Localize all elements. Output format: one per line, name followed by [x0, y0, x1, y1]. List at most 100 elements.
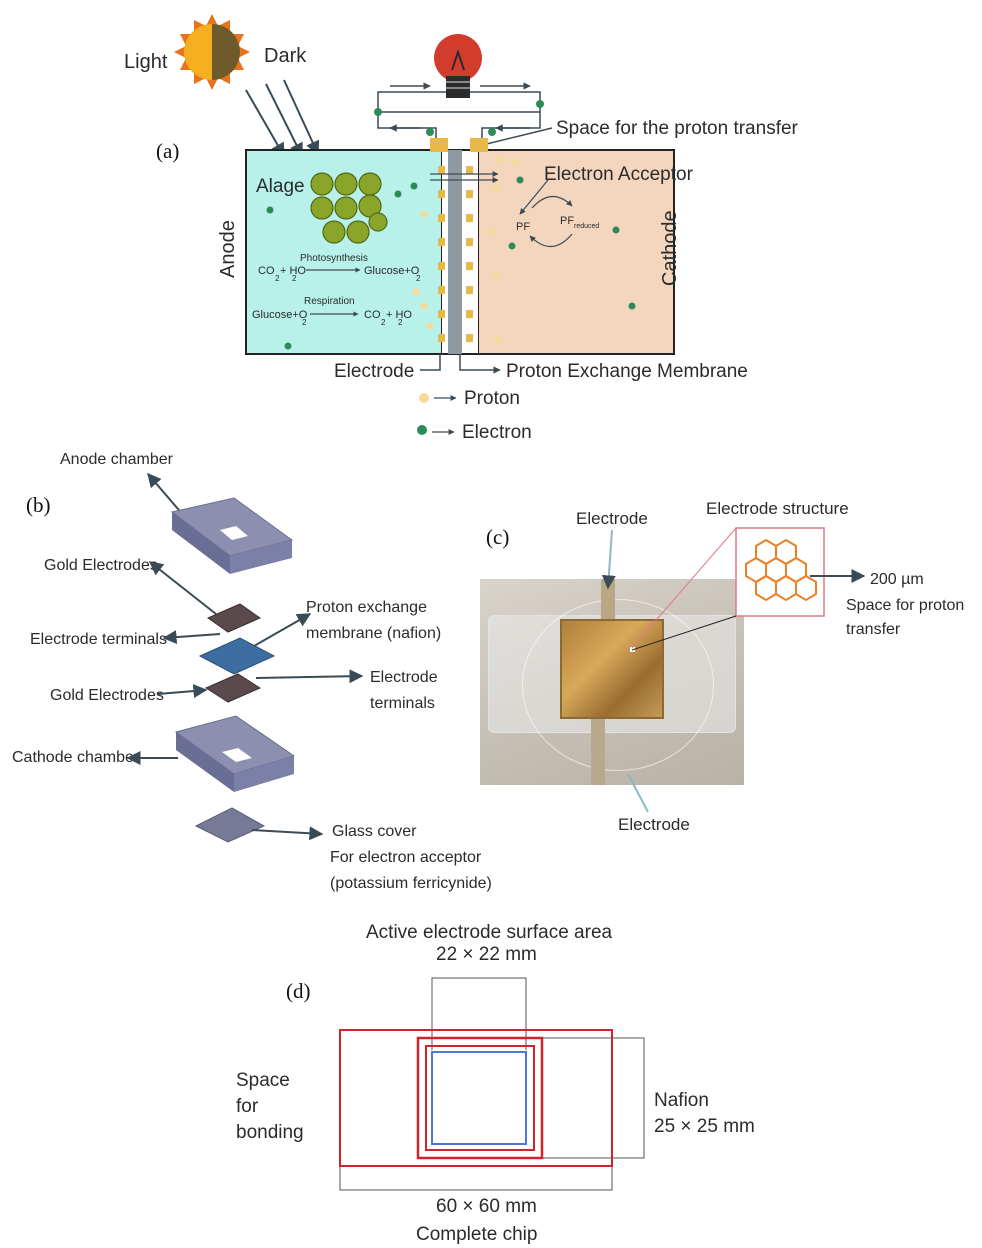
active-electrode-outline: [431, 1051, 527, 1145]
reaction1-sub: 2: [275, 274, 280, 283]
electrode-teeth: [438, 166, 473, 342]
electrode-terminals-1-label: Electrode terminals: [30, 631, 167, 648]
panel-c: (c) Electrode Electrode structure 200 µm…: [486, 499, 964, 834]
electrode-terminal: [470, 138, 488, 152]
potassium-label: (potassium ferricynide): [330, 875, 492, 892]
panel-b-label: (b): [26, 493, 51, 517]
panel-d-label: (d): [286, 979, 311, 1003]
algae-label: Alage: [256, 176, 305, 197]
dark-label: Dark: [264, 45, 307, 67]
electrode-structure-label: Electrode structure: [706, 499, 849, 518]
electron-dot: [426, 128, 434, 136]
pem-label: Proton Exchange Membrane: [506, 361, 748, 382]
zoom-line: [631, 527, 737, 649]
nafion-outline: [416, 1036, 544, 1160]
electron-dot: [488, 128, 496, 136]
reaction1-sub: 2: [292, 274, 297, 283]
bonding-outline: [425, 1045, 535, 1151]
electrode-terminals-2b-label: terminals: [370, 695, 435, 712]
reaction2-sub: 2: [302, 318, 307, 327]
gold-electrode-plate-2: [204, 673, 262, 703]
light-ray-2: [265, 83, 303, 158]
electron-legend-label: Electron: [462, 422, 532, 443]
light-ray-3: [283, 79, 320, 156]
glass-cover-label: Glass cover: [332, 823, 417, 840]
reaction2-sub: 2: [381, 318, 386, 327]
electrode-bottom-label: Electrode: [618, 815, 690, 834]
reaction1-h2o: + HO: [280, 265, 306, 277]
light-ray-1: [245, 89, 285, 158]
gold-electrodes-2-label: Gold Electrodes: [50, 687, 164, 704]
reaction1-glucose: Glucose+O: [364, 265, 420, 277]
panel-b: (b) Anode chamber Gold Electrodes Electr…: [12, 451, 492, 892]
electron-legend-dot: [417, 425, 427, 435]
chip-line1-label: 60 × 60 mm: [436, 1196, 537, 1217]
pem-line1-label: Proton exchange: [306, 599, 427, 616]
cathode-chamber-block: [174, 715, 296, 792]
active-area-line2: 22 × 22 mm: [436, 944, 537, 965]
electron-acceptor-label: Electron Acceptor: [544, 164, 694, 185]
respiration-label: Respiration: [304, 296, 355, 307]
electrode-top-label: Electrode: [576, 509, 648, 528]
space-proton-transfer-label: Space for the proton transfer: [556, 118, 799, 139]
reaction2-sub: 2: [398, 318, 403, 327]
electrode-terminal: [430, 138, 448, 152]
proton-legend-dot: [419, 393, 429, 403]
gold-electrode-plate-1: [206, 603, 262, 633]
panel-a-label: (a): [156, 139, 179, 163]
pem-line2-label: membrane (nafion): [306, 625, 441, 642]
active-area-line1: Active electrode surface area: [366, 922, 613, 943]
electrode-terminals-2a-label: Electrode: [370, 669, 438, 686]
space-line3-label: bonding: [236, 1122, 304, 1143]
cathode-particles: [488, 156, 636, 344]
reaction2-h2o: + HO: [386, 309, 412, 321]
space-line1-label: Space: [236, 1070, 290, 1091]
space-line2-label: for: [236, 1096, 259, 1117]
cathode-label: Cathode: [659, 210, 681, 286]
photo-electrode-square: [560, 619, 664, 719]
sun-icon: [174, 14, 250, 90]
photosynthesis-label: Photosynthesis: [300, 253, 368, 264]
nafion-line2-label: 25 × 25 mm: [654, 1116, 755, 1137]
nafion-line1-label: Nafion: [654, 1090, 709, 1111]
reaction1-co2: CO: [258, 265, 275, 277]
reaction2-glucose: Glucose+O: [252, 309, 308, 321]
gold-electrodes-1-label: Gold Electrodes: [44, 557, 158, 574]
proton-exchange-membrane-plate: [198, 637, 276, 675]
panel-c-label: (c): [486, 525, 509, 549]
honeycomb-structure: [745, 538, 817, 602]
zoom-line: [631, 615, 737, 651]
redox-arrow: [531, 195, 573, 209]
light-bulb-icon: [434, 34, 482, 98]
light-label: Light: [124, 51, 168, 73]
pf-label: PF: [516, 221, 530, 233]
device-photo: [480, 579, 744, 785]
size-label: 200 µm: [870, 571, 924, 588]
electron-dot: [536, 100, 544, 108]
electrode-bottom-pointer: [627, 773, 649, 813]
electron-dot: [374, 108, 382, 116]
photo-dish: [522, 599, 714, 771]
photo-strip-bottom: [591, 699, 605, 785]
anode-chamber-label: Anode chamber: [60, 451, 174, 468]
anode-chamber-block: [170, 497, 294, 574]
proton-legend-label: Proton: [464, 388, 520, 409]
nafion-dimension-bracket: [542, 1037, 645, 1159]
anode-label: Anode: [217, 220, 239, 278]
space-line2-label: transfer: [846, 621, 901, 638]
reaction1-sub: 2: [416, 274, 421, 283]
for-electron-acceptor-label: For electron acceptor: [330, 849, 482, 866]
zoom-box: [735, 527, 825, 617]
panel-a: Light Dark (a) Space for the pr: [124, 14, 799, 443]
panel-d: Active electrode surface area 22 × 22 mm…: [236, 922, 755, 1245]
redox-arrow: [529, 233, 573, 248]
anode-particles: [266, 182, 434, 350]
chip-dimension-bracket: [339, 1166, 613, 1191]
algae-cluster: [310, 172, 388, 244]
reaction2-co2: CO: [364, 309, 381, 321]
circuit-wires: [377, 82, 541, 140]
electrode-label: Electrode: [334, 361, 414, 382]
glass-cover-plate: [194, 807, 266, 843]
chip-line2-label: Complete chip: [416, 1224, 537, 1245]
